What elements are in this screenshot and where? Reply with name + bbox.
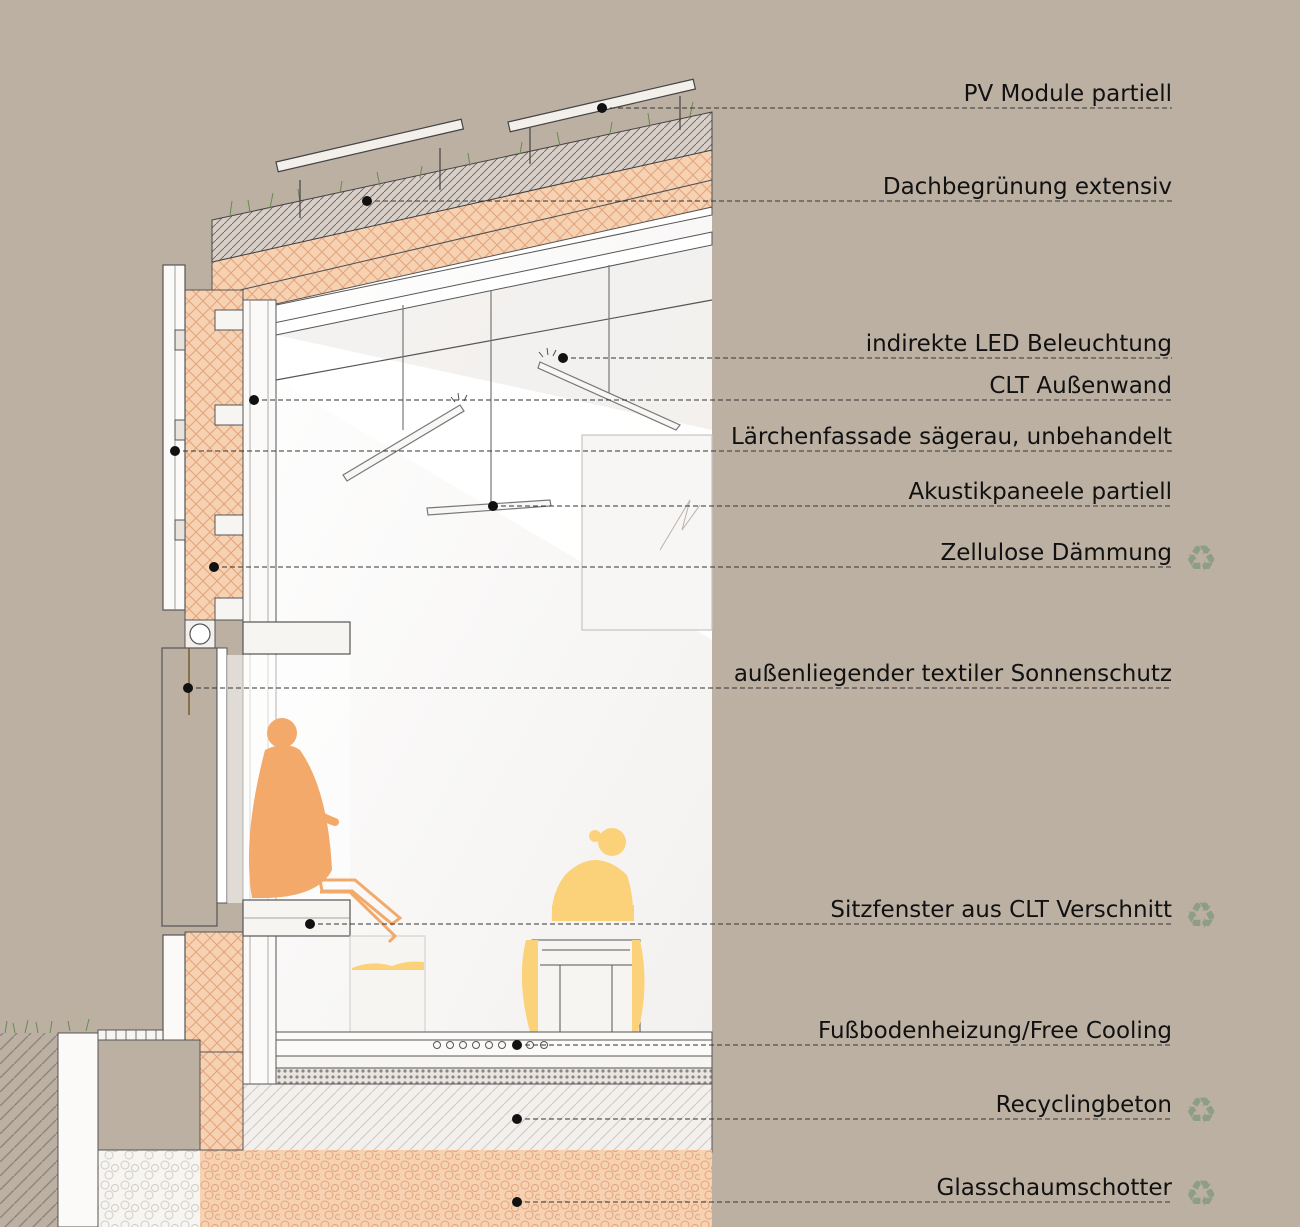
leader-dot: [183, 683, 193, 693]
roof-structure: [211, 78, 713, 381]
annotation-label: PV Module partiell: [964, 81, 1172, 107]
leader-dot: [558, 353, 568, 363]
annotation-sitzfenster: Sitzfenster aus CLT Verschnitt ♻: [305, 896, 1217, 937]
leader-dot: [597, 103, 607, 113]
leader-dot: [512, 1040, 522, 1050]
annotation-label: Lärchenfassade sägerau, unbehandelt: [731, 424, 1172, 450]
annotation-akustikpaneele: Akustikpaneele partiell: [488, 479, 1172, 511]
recycle-icon: ♻: [1185, 1174, 1217, 1215]
annotation-label: Recyclingbeton: [996, 1092, 1172, 1118]
annotation-glasschaumschotter: Glasschaumschotter ♻: [512, 1174, 1217, 1215]
annotation-label: außenliegender textiler Sonnenschutz: [734, 661, 1172, 687]
annotation-label: Fußbodenheizung/Free Cooling: [818, 1018, 1172, 1044]
annotation-label: Dachbegrünung extensiv: [883, 174, 1172, 200]
annotation-clt-aussenwand: CLT Außenwand: [249, 373, 1172, 405]
recycle-icon: ♻: [1185, 896, 1217, 937]
annotation-laerchenfassade: Lärchenfassade sägerau, unbehandelt: [170, 424, 1172, 456]
leader-dot: [209, 562, 219, 572]
annotation-label: Akustikpaneele partiell: [908, 479, 1172, 505]
annotation-label: Glasschaumschotter: [937, 1175, 1173, 1201]
floor-buildup: [98, 1031, 713, 1227]
leader-dot: [512, 1114, 522, 1124]
leader-dot: [249, 395, 259, 405]
room-interior: [276, 215, 713, 1034]
leader-dot: [362, 196, 372, 206]
leader-dot: [512, 1197, 522, 1207]
leader-dot: [305, 919, 315, 929]
annotation-label: Sitzfenster aus CLT Verschnitt: [830, 897, 1172, 923]
annotation-sonnenschutz: außenliegender textiler Sonnenschutz: [183, 661, 1172, 693]
recycle-icon: ♻: [1185, 1091, 1217, 1132]
annotation-recyclingbeton: Recyclingbeton ♻: [512, 1091, 1217, 1132]
annotation-dachbegruenung: Dachbegrünung extensiv: [362, 174, 1172, 206]
annotation-label: Zellulose Dämmung: [940, 540, 1172, 566]
recycle-icon: ♻: [1185, 539, 1217, 580]
annotation-label: indirekte LED Beleuchtung: [866, 331, 1172, 357]
foundation: [0, 1018, 244, 1227]
figure-seated-stool: [521, 828, 645, 1033]
annotation-pv-module: PV Module partiell: [597, 81, 1172, 113]
annotation-label: CLT Außenwand: [989, 373, 1172, 399]
annotation-led-beleuchtung: indirekte LED Beleuchtung: [558, 331, 1172, 363]
annotation-zellulose: Zellulose Dämmung ♻: [209, 539, 1217, 580]
leader-dot: [170, 446, 180, 456]
annotation-fussbodenheizung: Fußbodenheizung/Free Cooling: [512, 1018, 1172, 1050]
leader-dot: [488, 501, 498, 511]
figure-seated-window: [248, 718, 403, 944]
